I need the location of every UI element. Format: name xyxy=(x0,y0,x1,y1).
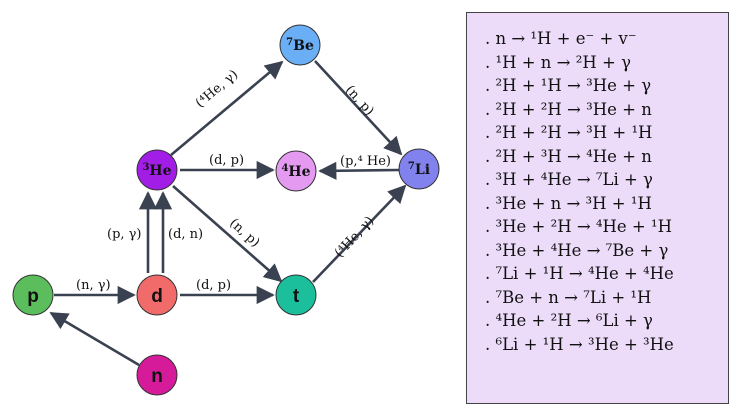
edge-n-to-p xyxy=(49,311,140,367)
node-li7-sup: 7 xyxy=(408,161,415,172)
node-t-circle xyxy=(275,274,317,316)
node-he4-circle xyxy=(275,150,317,192)
node-li7-circle xyxy=(398,148,440,190)
reaction-item: . ⁴He + ²H → ⁶Li + γ xyxy=(485,311,653,330)
svg-text:3He: 3He xyxy=(142,162,171,179)
edge-label-p-d: (n, γ) xyxy=(76,278,111,293)
edge-label-he3-t: (n, p) xyxy=(226,216,262,251)
reaction-item: . ⁶Li + ¹H → ³He + ³He xyxy=(485,334,674,354)
node-he3-circle xyxy=(136,149,178,191)
reaction-item: . ²H + ²H → ³H + ¹H xyxy=(485,123,653,142)
reaction-item: . ²H + ²H → ³He + n xyxy=(485,99,652,119)
edge-label-be7-li7: (n, p) xyxy=(342,83,377,119)
node-he4: 4He xyxy=(275,150,317,192)
node-d: d xyxy=(136,274,178,316)
reaction-item: . ⁷Be + n → ⁷Li + ¹H xyxy=(485,287,652,307)
node-he4-label: He xyxy=(288,164,310,180)
edge-label-d-he3-d: (d, n) xyxy=(168,227,203,242)
node-be7: 7Be xyxy=(279,24,321,66)
node-li7-label: Li xyxy=(415,162,430,178)
svg-text:7Be: 7Be xyxy=(286,37,314,54)
node-he3: 3He xyxy=(136,149,178,191)
node-p: p xyxy=(12,274,54,316)
node-d-circle xyxy=(136,274,178,316)
edge-label-d-he3-p: (p, γ) xyxy=(107,227,142,242)
edge-t-to-li7 xyxy=(312,184,407,283)
reaction-item: . ⁷Li + ¹H → ⁴He + ⁴He xyxy=(485,264,674,283)
edge-li7-to-he4 xyxy=(318,161,401,180)
node-he3-sup: 3 xyxy=(142,162,149,173)
node-be7-circle xyxy=(279,24,321,66)
edge-he3-to-t xyxy=(172,185,283,283)
reaction-item: . ³He + ²H → ⁴He + ¹H xyxy=(485,217,672,236)
node-be7-label: Be xyxy=(293,38,314,54)
node-be7-sup: 7 xyxy=(286,37,293,48)
reaction-item: . ²H + ³H → ⁴He + n xyxy=(485,146,652,166)
edge-label-li7-he4: (p,⁴ He) xyxy=(340,154,391,169)
reaction-item: . ²H + ¹H → ³He + γ xyxy=(485,76,652,95)
node-d-label: d xyxy=(151,286,163,307)
node-he3-label: He xyxy=(149,163,171,179)
node-li7: 7Li xyxy=(398,148,440,190)
edge-he3-to-be7 xyxy=(170,60,284,156)
node-n-label: n xyxy=(151,366,163,387)
reaction-item: . ³He + ⁴He → ⁷Be + γ xyxy=(485,240,669,260)
reaction-item: . ¹H + n → ²H + γ xyxy=(485,52,631,72)
node-t: t xyxy=(275,274,317,316)
reaction-item: . ³He + n → ³H + ¹H xyxy=(485,193,652,213)
node-n: n xyxy=(136,354,178,396)
edge-label-t-li7: (⁴He, γ) xyxy=(332,214,377,261)
edge-label-d-t: (d, p) xyxy=(196,278,231,293)
edge-label-he3-he4: (d, p) xyxy=(209,153,244,168)
node-t-label: t xyxy=(293,286,300,307)
reaction-list-panel: . n → ¹H + e⁻ + v⁻ . ¹H + n → ²H + γ . ²… xyxy=(466,12,729,404)
edge-label-he3-be7: (⁴He, γ) xyxy=(193,67,241,111)
reaction-item: . ³H + ⁴He → ⁷Li + γ xyxy=(485,170,653,189)
reaction-item: . n → ¹H + e⁻ + v⁻ xyxy=(485,29,637,48)
node-p-circle xyxy=(12,274,54,316)
edge-be7-to-li7 xyxy=(314,60,403,156)
svg-text:4He: 4He xyxy=(281,163,310,180)
node-p-label: p xyxy=(27,286,39,307)
node-he4-sup: 4 xyxy=(281,163,288,174)
svg-text:7Li: 7Li xyxy=(408,161,430,178)
node-n-circle xyxy=(136,354,178,396)
